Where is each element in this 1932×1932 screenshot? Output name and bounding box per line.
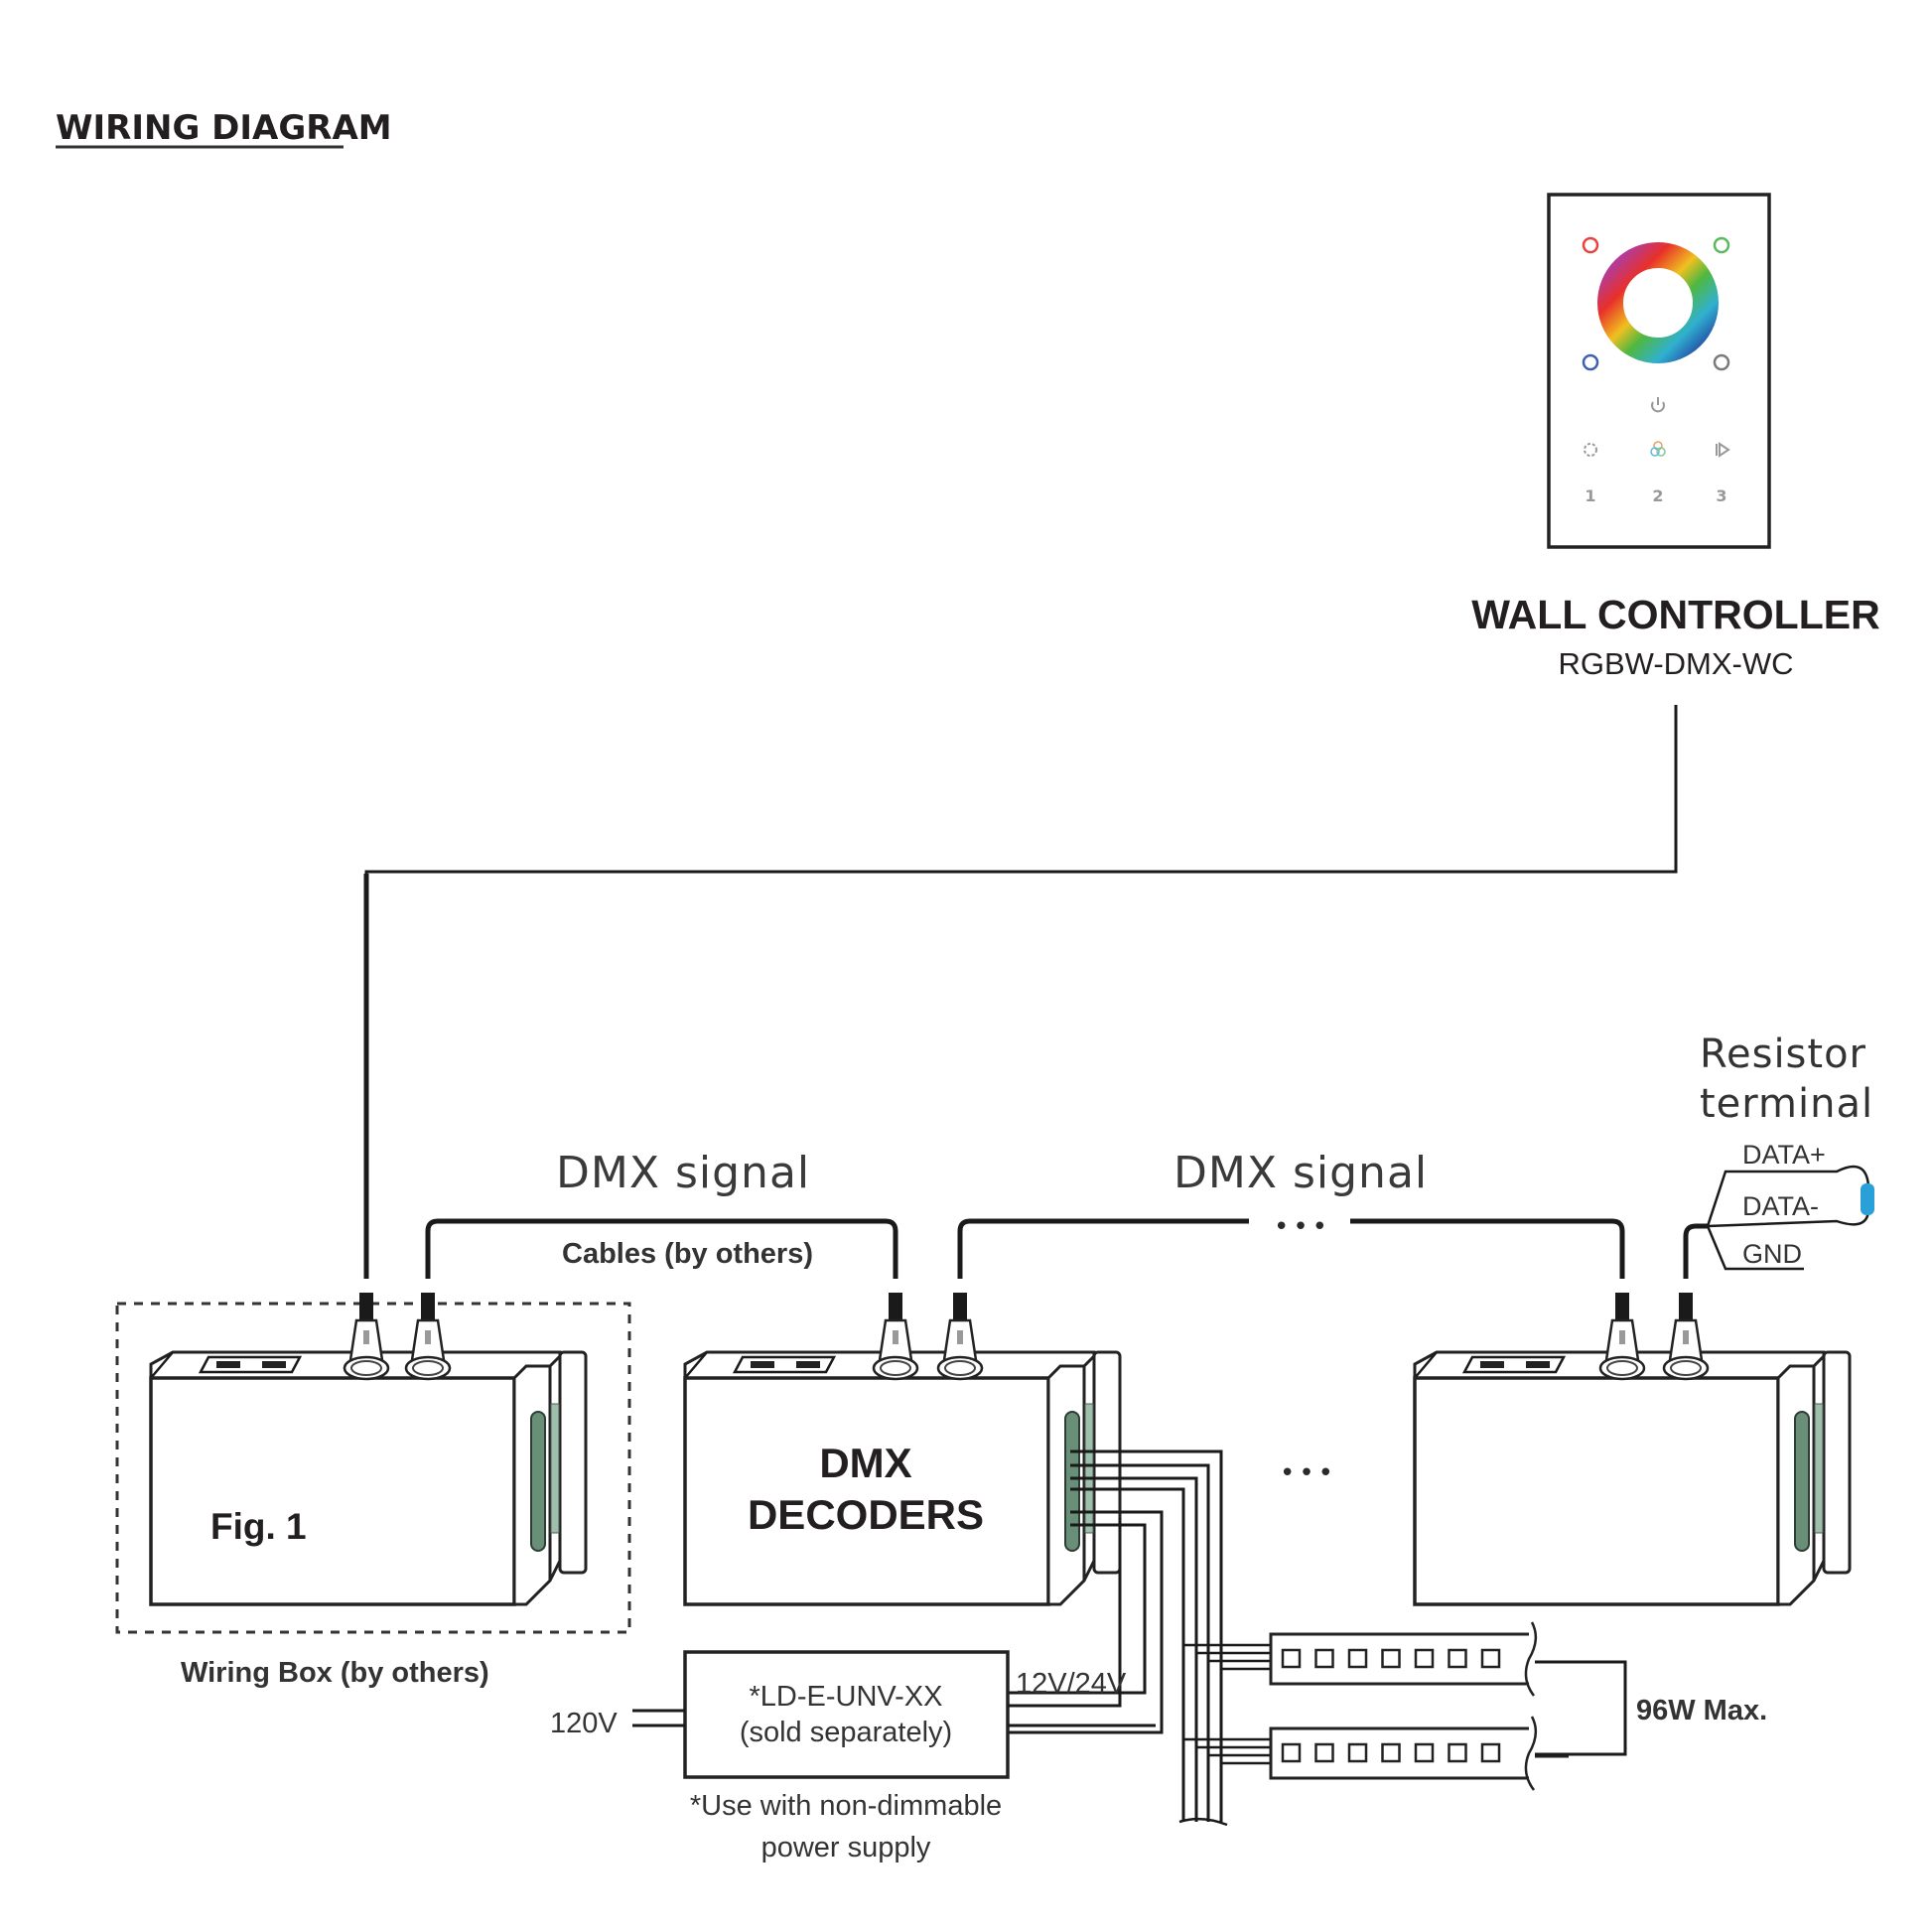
led-chip <box>1448 1648 1467 1669</box>
dmx-cable-1 <box>425 1218 898 1279</box>
power-supply <box>683 1650 1010 1779</box>
input-voltage-label: 120V <box>550 1708 618 1739</box>
power-supply-note: (sold separately) <box>740 1717 952 1748</box>
decoder-label-line2: DECODERS <box>748 1491 984 1538</box>
wall-controller-title: WALL CONTROLLER <box>1471 592 1879 637</box>
dmx-chain-ellipsis: ••• <box>1274 1212 1331 1242</box>
dmx-signal-label-2: DMX signal <box>1173 1148 1428 1198</box>
green-button-icon <box>1713 236 1730 254</box>
scene-button-3: 3 <box>1716 486 1726 505</box>
xlr-connector-out-2 <box>936 1291 984 1381</box>
xlr-connector-in-3 <box>1598 1291 1646 1381</box>
decoder-output-wires <box>1009 1449 1228 1827</box>
resistor-icon <box>1861 1183 1874 1215</box>
xlr-connector-out-3 <box>1662 1291 1710 1381</box>
max-load-label: 96W Max. <box>1636 1695 1767 1726</box>
dmx-decoder-1 <box>149 1350 588 1606</box>
led-chip <box>1480 1648 1501 1669</box>
led-chip <box>1414 1742 1435 1763</box>
dmx-signal-label-1: DMX signal <box>556 1148 810 1198</box>
led-chip <box>1347 1742 1368 1763</box>
led-chip <box>1347 1648 1368 1669</box>
wiring-box-note: Wiring Box (by others) <box>181 1657 489 1689</box>
led-chip <box>1314 1742 1334 1763</box>
led-strip <box>1269 1621 1569 1697</box>
xlr-connector-in-1 <box>343 1291 390 1381</box>
led-chip <box>1381 1648 1401 1669</box>
max-load-bracket <box>1535 1660 1627 1756</box>
power-supply-footnote-1: *Use with non-dimmable <box>690 1790 1002 1822</box>
play-icon <box>1716 442 1730 458</box>
pin-data-plus: DATA+ <box>1742 1140 1826 1170</box>
fig-label: Fig. 1 <box>210 1506 307 1547</box>
led-strips <box>1269 1621 1569 1791</box>
strip-cut-mark <box>1524 1621 1538 1697</box>
white-button-icon <box>1713 353 1730 371</box>
wall-controller: 1 2 3 <box>1547 193 1771 549</box>
decoder-label-line1: DMX <box>819 1440 911 1486</box>
led-chip <box>1281 1648 1302 1669</box>
scene-button-2: 2 <box>1652 486 1663 505</box>
terminator-cable <box>1683 1223 1708 1279</box>
led-chip <box>1414 1648 1435 1669</box>
resistor-terminal-title-1: Resistor <box>1700 1032 1866 1077</box>
output-voltage-label: 12V/24V <box>1016 1668 1127 1700</box>
xlr-connector-in-2 <box>872 1291 919 1381</box>
strip-1-leads <box>1183 1643 1271 1671</box>
power-icon <box>1651 397 1665 413</box>
red-button-icon <box>1582 236 1599 254</box>
diagram-title: WIRING DIAGRAM <box>56 108 392 148</box>
rgb-mix-icon <box>1650 441 1666 457</box>
led-strip <box>1269 1716 1569 1791</box>
power-supply-footnote-2: power supply <box>761 1832 931 1863</box>
pin-gnd: GND <box>1742 1239 1802 1269</box>
cables-note: Cables (by others) <box>562 1238 813 1270</box>
strip-cut-mark <box>1524 1716 1538 1791</box>
xlr-connector-out-1 <box>404 1291 452 1381</box>
color-wheel-icon <box>1597 242 1719 363</box>
blue-button-icon <box>1582 353 1599 371</box>
led-chip <box>1448 1742 1467 1763</box>
dc-output-wire-1 <box>1008 1517 1122 1708</box>
scene-button-1: 1 <box>1585 486 1595 505</box>
dmx-cable-2a <box>957 1218 1249 1279</box>
dmx-decoder-3 <box>1413 1350 1852 1606</box>
pin-data-minus: DATA- <box>1742 1191 1819 1221</box>
wall-controller-model: RGBW-DMX-WC <box>1558 646 1793 681</box>
power-supply-model: *LD-E-UNV-XX <box>750 1681 943 1713</box>
decoder-chain-ellipsis: ••• <box>1280 1458 1337 1488</box>
resistor-terminal-title-2: terminal <box>1700 1081 1873 1127</box>
led-chip <box>1314 1648 1334 1669</box>
led-chip <box>1381 1742 1401 1763</box>
strip-2-leads <box>1183 1737 1271 1765</box>
resistor-terminal <box>1706 1165 1874 1271</box>
led-chip <box>1281 1742 1302 1763</box>
brightness-icon <box>1584 443 1597 457</box>
dmx-cable-2b <box>1350 1218 1625 1279</box>
led-chip <box>1480 1742 1501 1763</box>
